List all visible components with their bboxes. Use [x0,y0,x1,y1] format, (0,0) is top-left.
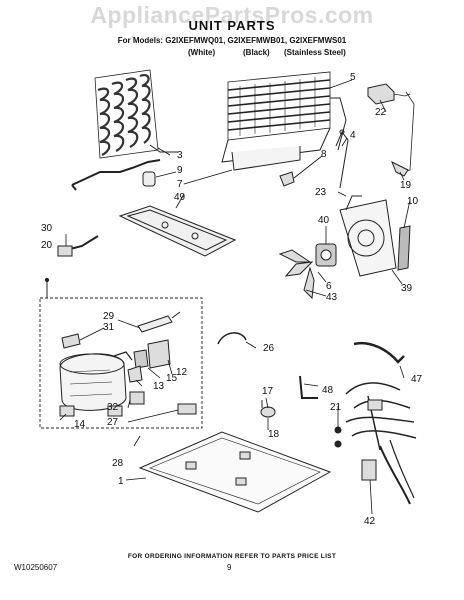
callout-48: 48 [322,385,334,396]
callout-13: 13 [153,381,165,392]
ordering-note: FOR ORDERING INFORMATION REFER TO PARTS … [127,553,337,560]
callout-29: 29 [103,311,115,322]
callout-39: 39 [401,283,413,294]
defrost-thermostat [367,83,415,173]
finish-black: (Black) [243,48,270,57]
callout-5: 5 [350,72,356,83]
wire-harness-47 [353,341,405,364]
page-title: UNIT PARTS [188,18,276,33]
watermark: AppliancePartsPros.com [90,2,374,28]
callout-19: 19 [400,180,412,191]
document-number: W10250607 [14,563,58,572]
terminal-block [177,403,197,415]
condenser-coil [71,69,178,191]
callout-31: 31 [103,322,115,333]
defrost-heater [335,129,349,189]
fan-shroud [339,195,397,277]
finish-stainless: (Stainless Steel) [284,48,346,57]
finish-white: (White) [188,48,216,57]
callout-22: 22 [375,107,387,118]
callout-7: 7 [177,179,183,190]
drier [142,171,156,187]
heater-strip [397,225,411,271]
callout-47: 47 [411,374,423,385]
relay-overload [127,339,171,383]
callout-14: 14 [74,419,86,430]
callout-1: 1 [118,476,124,487]
callout-4: 4 [350,130,356,141]
callout-20: 20 [41,240,53,251]
callout-12: 12 [176,367,188,378]
callout-32: 32 [107,402,119,413]
callout-43: 43 [326,292,338,303]
callout-9: 9 [177,165,183,176]
fitting [260,400,276,418]
tube-26 [217,332,247,345]
callout-18: 18 [268,429,280,440]
callout-15: 15 [166,373,178,384]
callout-3: 3 [177,150,183,161]
main-wire-harness [334,382,417,505]
fan-motor [278,243,337,300]
callout-49: 49 [174,192,186,203]
callout-28: 28 [112,458,124,469]
leader-lines [59,79,411,515]
relay-cover [129,391,145,405]
compressor [59,351,133,417]
callout-6: 6 [326,281,332,292]
service-cord [57,235,99,257]
rod-48 [299,375,318,399]
mounting-clip [279,171,295,187]
callout-21: 21 [330,402,342,413]
callout-26: 26 [263,343,275,354]
callout-27: 27 [107,417,119,428]
callout-17: 17 [262,386,274,397]
callout-42: 42 [364,516,376,527]
callout-8: 8 [321,149,327,160]
callout-30: 30 [41,223,53,234]
callout-10: 10 [407,196,419,207]
evaporator-coil [221,71,347,171]
sensor-wire [391,160,409,177]
callout-40: 40 [318,215,330,226]
callout-23: 23 [315,187,327,198]
start-capacitor [61,311,181,349]
model-list: For Models: G2IXEFMWQ01, G2IXEFMWB01, G2… [117,36,347,45]
compressor-group-box [39,297,203,429]
page-number: 9 [227,563,232,572]
drain-trough [118,205,237,257]
compressor-base-pan [138,431,332,513]
